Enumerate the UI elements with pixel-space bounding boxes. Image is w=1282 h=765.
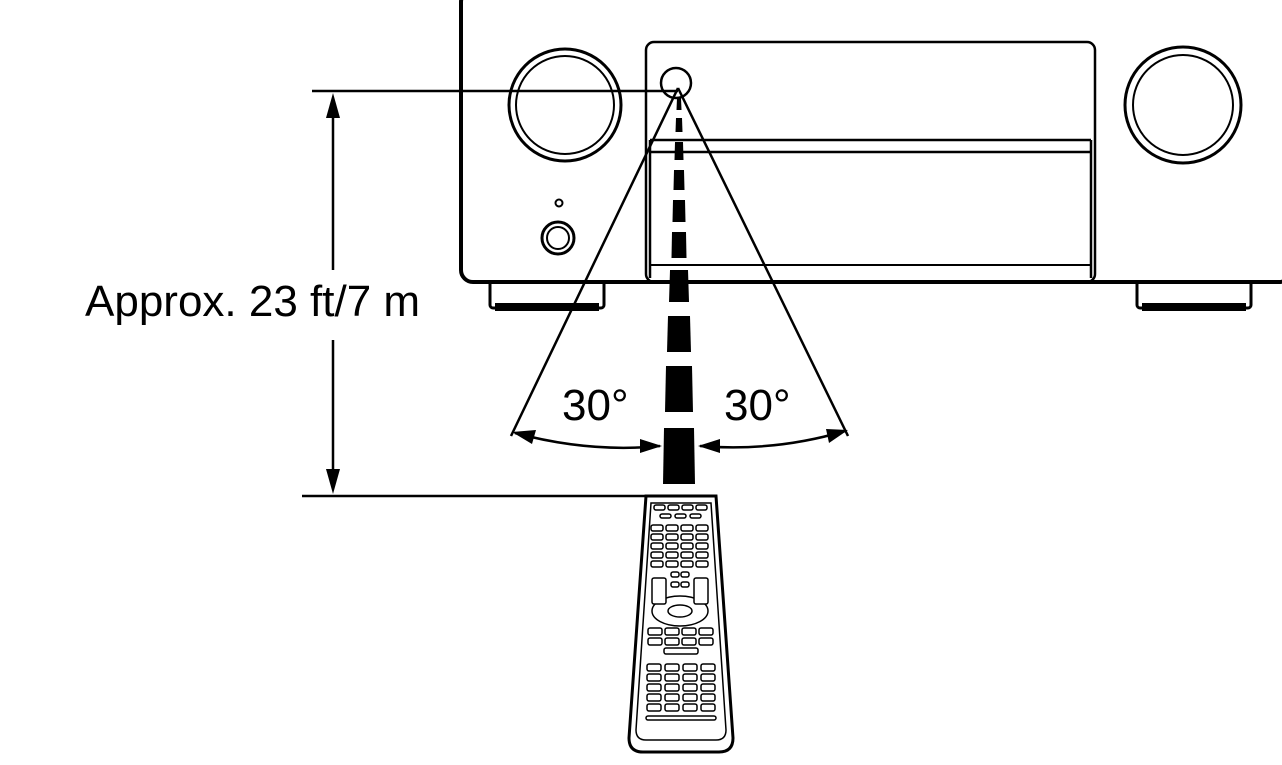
remote-button [674,513,687,519]
remote-button [665,524,679,532]
cone-edge-right [676,87,850,437]
remote-button [664,683,680,692]
remote-button [700,673,716,682]
remote-button [650,551,664,559]
reception-cone [509,87,850,437]
remote-button [664,627,680,636]
remote-button [695,524,709,532]
remote-button [682,663,698,672]
av-receiver-icon [459,0,1282,311]
remote-button [695,551,709,559]
remote-button [689,513,702,519]
remote-button [647,627,663,636]
remote-button [698,627,714,636]
remote-button [650,524,664,532]
dimension-arrow-up [326,93,340,118]
remote-button [681,627,697,636]
remote-button [695,560,709,568]
remote-button [664,703,680,712]
power-button-inner [546,226,570,250]
dimension-arrow-down [326,469,340,494]
remote-button [646,663,662,672]
remote-button [670,581,680,588]
remote-button [682,673,698,682]
remote-button [695,533,709,541]
distance-dimension [302,89,678,498]
remote-button [646,673,662,682]
remote-button [680,551,694,559]
remote-button [670,571,680,578]
remote-button [665,533,679,541]
distance-label-bg [80,270,450,330]
remote-button [681,637,697,646]
remote-button [695,504,708,511]
standby-indicator [554,198,564,208]
remote-button [680,524,694,532]
remote-button [700,683,716,692]
volume-knob-left-inner [515,55,615,155]
display-panel [644,40,1097,284]
angle-arrows [512,429,848,453]
remote-button [645,715,717,721]
angle-label-left: 30° [562,381,629,430]
remote-dpad [651,577,709,627]
remote-button [646,703,662,712]
power-button [540,220,576,256]
remote-button [680,571,690,578]
volume-knob-right-inner [1132,54,1234,156]
remote-button [664,637,680,646]
remote-button [646,683,662,692]
remote-button [700,693,716,702]
remote-button [695,542,709,550]
ir-beam-icon [663,98,695,484]
remote-button [700,703,716,712]
receiver-foot-left-shadow [495,303,599,311]
remote-button [664,663,680,672]
remote-buttons [645,504,717,721]
cone-edge-left [509,87,680,437]
remote-button [650,542,664,550]
volume-knob-left [507,47,623,163]
angle-arc-left [514,431,661,450]
remote-button [698,637,714,646]
remote-control-icon [627,494,735,754]
remote-button [665,560,679,568]
remote-button [682,683,698,692]
remote-button [680,581,690,588]
volume-knob-right [1123,45,1243,165]
remote-button [682,693,698,702]
remote-button [646,693,662,702]
angle-arc-right [699,429,846,449]
receiver-foot-right-shadow [1142,303,1246,311]
angle-label-right: 30° [724,381,791,430]
remote-button [665,551,679,559]
remote-button [680,542,694,550]
distance-label: Approx. 23 ft/7 m [85,277,420,326]
ir-sensor [659,66,693,100]
remote-button [667,504,680,511]
remote-button [682,703,698,712]
remote-button [664,673,680,682]
remote-button [680,533,694,541]
remote-button [665,542,679,550]
remote-button [650,533,664,541]
remote-button [663,647,699,655]
remote-button [680,560,694,568]
remote-button [650,560,664,568]
remote-button [664,693,680,702]
remote-button [659,513,672,519]
remote-button [647,637,663,646]
remote-button [653,504,666,511]
remote-button [700,663,716,672]
remote-button [681,504,694,511]
